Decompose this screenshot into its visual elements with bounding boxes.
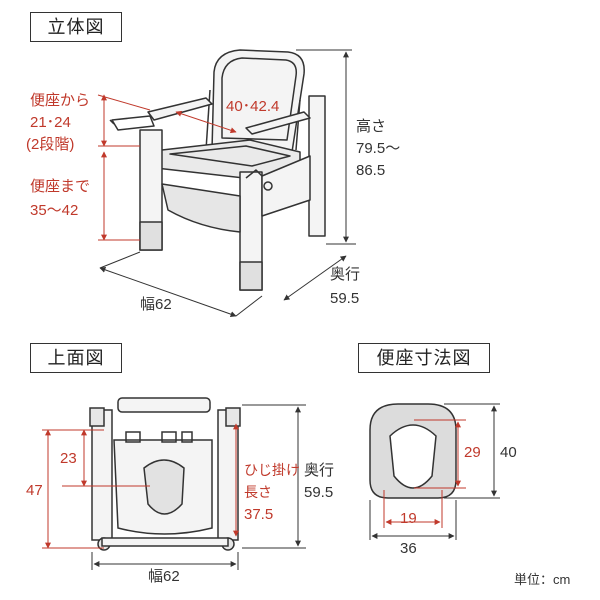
label-seat-from: 便座から (30, 92, 91, 109)
top-red-dimensions (42, 423, 239, 549)
value-top-depth: 59.5 (304, 484, 334, 501)
title-top-view: 上面図 (30, 343, 122, 373)
value-seat-from: 21･24 (30, 114, 71, 131)
value-elbow: 37.5 (244, 506, 274, 523)
value-seat-40: 40 (500, 444, 517, 461)
value-seat-36: 36 (400, 540, 417, 557)
chair-left-armrest (147, 97, 213, 121)
label-depth: 奥行 (330, 266, 361, 283)
chair-perspective (109, 49, 326, 291)
title-seat-dimensions: 便座寸法図 (358, 343, 490, 373)
value-seat-19: 19 (400, 510, 417, 527)
value-seat-to: 35～42 (30, 202, 79, 219)
value-top-23: 23 (60, 450, 77, 467)
label-top-depth: 奥行 (304, 462, 335, 479)
label-width: 幅62 (140, 296, 172, 313)
label-top-width: 幅62 (148, 568, 180, 585)
dim-width (99, 266, 237, 318)
chair-right-armrest (245, 111, 311, 135)
top-right-armrest (217, 409, 239, 541)
dim-armrest-span (175, 110, 237, 134)
value-depth: 59.5 (330, 290, 360, 307)
value-armrest-span: 40･42.4 (226, 98, 280, 115)
note-seat-from: (2段階) (26, 136, 75, 153)
label-seat-to: 便座まで (30, 178, 91, 195)
seat-black-dimensions (369, 403, 500, 540)
perspective-red-dimensions (97, 94, 237, 241)
chair-bucket (161, 183, 241, 233)
label-elbow-2: 長さ (244, 484, 272, 500)
label-height: 高さ (356, 118, 387, 135)
value-height-1: 79.5～ (356, 140, 401, 157)
top-black-dimensions (91, 404, 306, 570)
value-seat-29: 29 (464, 444, 481, 461)
dim-depth (283, 255, 347, 301)
value-height-2: 86.5 (356, 162, 386, 179)
perspective-black-dimensions (99, 49, 356, 318)
seat-red-dimensions (383, 419, 466, 528)
top-bowl (143, 459, 185, 515)
seat-outline (369, 403, 457, 499)
seat-opening (389, 424, 437, 489)
label-elbow-1: ひじ掛け (244, 462, 300, 478)
title-perspective: 立体図 (30, 12, 122, 42)
chair-back-right-leg (308, 95, 326, 237)
unit-note: 単位：cm (514, 572, 571, 587)
value-top-47: 47 (26, 482, 43, 499)
chair-top-view (89, 397, 241, 551)
